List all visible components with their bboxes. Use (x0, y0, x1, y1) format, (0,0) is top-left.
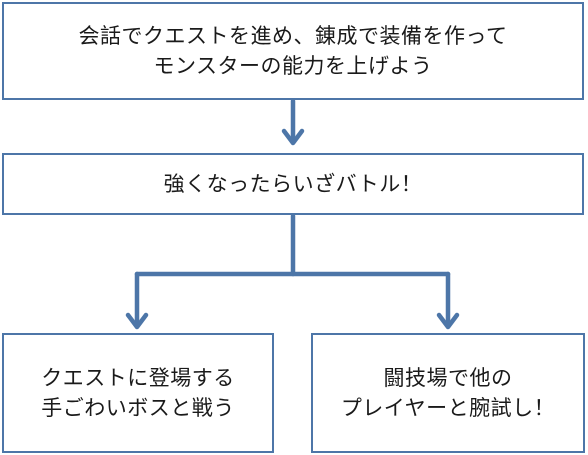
node-battle-line-1: 強くなったらいざバトル！ (163, 172, 423, 196)
node-quest-craft-line-1: 会話でクエストを進め、錬成で装備を作って (78, 24, 508, 48)
arrowhead-quest-boss (125, 312, 149, 330)
node-quest-boss-line-1: クエストに登場する (41, 366, 235, 390)
node-arena-line-2: プレイヤーと腕試し！ (340, 396, 556, 420)
node-quest-boss: クエストに登場する 手ごわいボスと戦う (2, 333, 274, 453)
node-battle: 強くなったらいざバトル！ (2, 153, 584, 215)
node-quest-craft: 会話でクエストを進め、錬成で装備を作って モンスターの能力を上げよう (2, 2, 584, 100)
arrowhead-arena (436, 312, 460, 330)
node-quest-boss-line-2: 手ごわいボスと戦う (41, 396, 235, 420)
arrowhead-battle (281, 128, 305, 146)
node-arena-line-1: 闘技場で他の (383, 366, 513, 390)
node-quest-craft-line-2: モンスターの能力を上げよう (153, 54, 433, 78)
node-arena: 闘技場で他の プレイヤーと腕試し！ (311, 333, 585, 453)
